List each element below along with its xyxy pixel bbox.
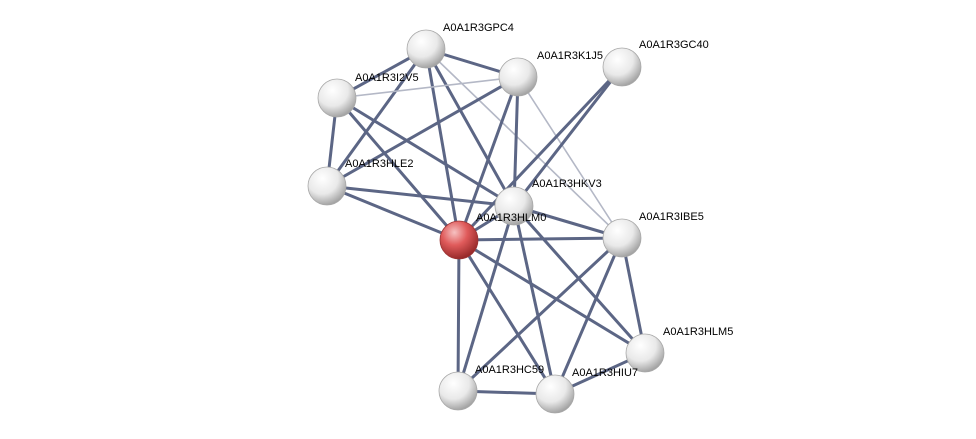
edge-a0a1r3gc40-a0a1r3hkv3 [512,65,624,208]
node-a0a1r3hkv3[interactable] [494,186,534,226]
edge-a0a1r3k1j5-a0a1r3hle2 [325,75,520,188]
edge-a0a1r3hlm0-a0a1r3hiu7 [457,238,557,396]
node-a0a1r3ibe5[interactable] [602,218,642,258]
edge-a0a1r3k1j5-a0a1r3ibe5 [517,76,623,239]
node-label-a0a1r3gc40: A0A1R3GC40 [639,39,709,51]
edge-a0a1r3hlm0-a0a1r3hlm5 [457,238,647,355]
node-label-a0a1r3ibe5: A0A1R3IBE5 [639,211,704,223]
node-a0a1r3hlm0[interactable] [439,220,479,260]
node-label-a0a1r3gpc4: A0A1R3GPC4 [443,22,514,34]
edge-a0a1r3hkv3-a0a1r3hiu7 [512,204,557,396]
node-label-a0a1r3i2v5: A0A1R3I2V5 [355,72,419,84]
node-label-a0a1r3hkv3: A0A1R3HKV3 [532,178,602,190]
edge-a0a1r3gpc4-a0a1r3ibe5 [425,48,623,239]
edge-a0a1r3hle2-a0a1r3hkv3 [325,184,516,208]
nodes [307,29,665,414]
edge-a0a1r3gpc4-a0a1r3hkv3 [424,47,516,208]
node-a0a1r3hiu7[interactable] [535,374,575,414]
node-label-a0a1r3hlm5: A0A1R3HLM5 [663,326,733,338]
node-a0a1r3gc40[interactable] [602,47,642,87]
edge-a0a1r3k1j5-a0a1r3hlm0 [457,75,520,242]
edge-a0a1r3gc40-a0a1r3hlm0 [457,65,624,242]
edge-a0a1r3ibe5-a0a1r3hlm5 [620,236,647,355]
edges [325,47,647,396]
edge-a0a1r3gpc4-a0a1r3hle2 [325,47,428,188]
edge-a0a1r3i2v5-a0a1r3k1j5 [336,76,519,99]
node-a0a1r3hlm5[interactable] [625,333,665,373]
node-label-a0a1r3hiu7: A0A1R3HIU7 [572,367,638,379]
edge-a0a1r3ibe5-a0a1r3hc59 [456,236,624,393]
node-label-a0a1r3hle2: A0A1R3HLE2 [345,158,414,170]
node-label-a0a1r3hlm0: A0A1R3HLM0 [476,212,546,224]
node-a0a1r3i2v5[interactable] [317,78,357,118]
node-a0a1r3hle2[interactable] [307,166,347,206]
node-a0a1r3hc59[interactable] [438,371,478,411]
edge-a0a1r3ibe5-a0a1r3hiu7 [553,236,624,396]
node-a0a1r3k1j5[interactable] [498,57,538,97]
edge-a0a1r3k1j5-a0a1r3hkv3 [512,75,520,208]
node-label-a0a1r3hc59: A0A1R3HC59 [475,364,544,376]
edge-a0a1r3hlm0-a0a1r3ibe5 [457,236,624,242]
edge-a0a1r3hkv3-a0a1r3hc59 [456,204,516,393]
edge-a0a1r3i2v5-a0a1r3hlm0 [335,96,461,242]
edge-a0a1r3hle2-a0a1r3hlm0 [325,184,461,242]
node-a0a1r3gpc4[interactable] [406,29,446,69]
edge-a0a1r3gpc4-a0a1r3hlm0 [424,47,461,242]
node-label-a0a1r3k1j5: A0A1R3K1J5 [537,50,603,62]
edge-a0a1r3hlm0-a0a1r3hc59 [456,238,461,393]
edge-a0a1r3i2v5-a0a1r3hkv3 [335,96,516,208]
